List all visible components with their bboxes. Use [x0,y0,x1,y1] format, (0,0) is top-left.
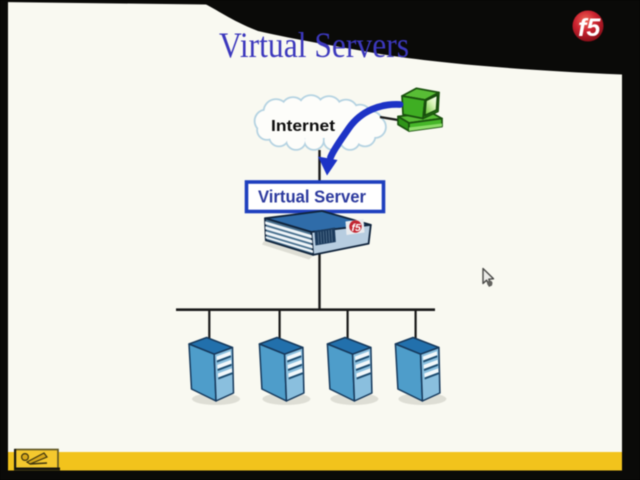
svg-text:f5: f5 [578,14,601,42]
svg-text:f5: f5 [352,222,361,234]
svg-text:Virtual Servers: Virtual Servers [219,25,409,65]
svg-text:Internet: Internet [271,118,336,135]
svg-text:Virtual Server: Virtual Server [258,187,366,207]
